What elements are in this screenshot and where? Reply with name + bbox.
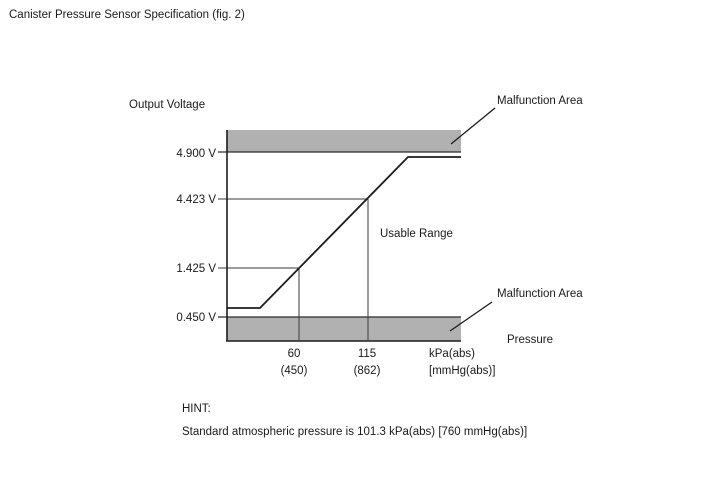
y-tick-0450: 0.450 V <box>176 312 216 324</box>
x-tick-115-kpa: 115 <box>357 348 377 360</box>
x-tick-115: 115 (862) <box>344 346 390 380</box>
x-tick-60-mmhg: (450) <box>280 365 308 377</box>
usable-range-label: Usable Range <box>380 228 453 240</box>
x-axis-unit-kpa: kPa(abs) <box>429 348 476 360</box>
y-tick-4900: 4.900 V <box>176 148 216 160</box>
malfunction-band-top <box>227 130 461 152</box>
y-tick-4423: 4.423 V <box>176 194 216 206</box>
y-tick-1425: 1.425 V <box>176 263 216 275</box>
hint-text: Standard atmospheric pressure is 101.3 k… <box>182 426 528 438</box>
leader-line-top <box>450 107 496 145</box>
malfunction-band-bottom <box>227 317 461 341</box>
figure-title: Canister Pressure Sensor Specification (… <box>9 9 245 21</box>
x-tick-60-kpa: 60 <box>287 348 301 360</box>
sensor-output-curve <box>227 156 461 309</box>
y-axis-title: Output Voltage <box>129 99 206 111</box>
x-tick-60: 60 (450) <box>272 346 316 380</box>
malfunction-area-label-top: Malfunction Area <box>497 95 583 107</box>
malfunction-area-label-bottom: Malfunction Area <box>497 288 583 300</box>
x-axis-units: kPa(abs) [mmHg(abs)] <box>429 346 495 380</box>
x-axis-title: Pressure <box>507 334 554 346</box>
x-tick-115-mmhg: (862) <box>353 365 381 377</box>
leader-line-bottom <box>449 301 493 332</box>
hint-label: HINT: <box>182 403 211 415</box>
x-axis-unit-mmhg: [mmHg(abs)] <box>429 365 496 377</box>
